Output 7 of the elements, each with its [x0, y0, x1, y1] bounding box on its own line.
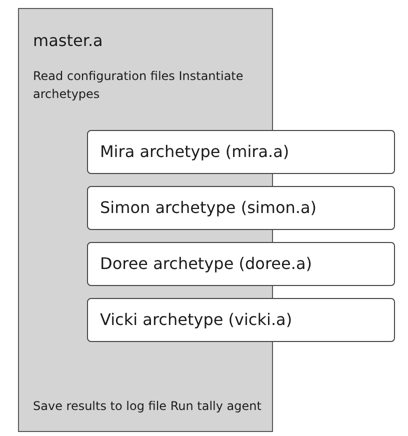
module-box: Vicki archetype (vicki.a): [87, 298, 395, 342]
panel-text: Read configuration files Instantiate archetypes: [33, 68, 244, 103]
module-box: Doree archetype (doree.a): [87, 242, 395, 286]
panel-text: Save results to log file Run tally agent: [33, 398, 262, 415]
module-box: Simon archetype (simon.a): [87, 186, 395, 230]
module-box: Mira archetype (mira.a): [87, 130, 395, 174]
panel-heading: master.a: [33, 31, 103, 50]
